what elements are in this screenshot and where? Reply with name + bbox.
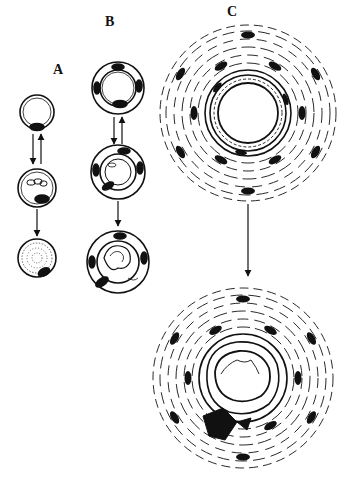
- arteriole-b-part: [112, 64, 124, 70]
- artery-c-part: [205, 70, 291, 156]
- artery-c-thrombosed-part: [185, 371, 192, 385]
- capillary-a-part: [36, 209, 37, 236]
- capillary-a-part: [32, 134, 33, 164]
- panel-letter: C: [226, 4, 238, 19]
- arteriole-b-part: [92, 62, 144, 114]
- artery-c-part: [174, 32, 322, 195]
- panel-letter: A: [52, 62, 64, 77]
- artery-c-thrombosed-part: [305, 410, 318, 426]
- capillary-a-part: [18, 239, 56, 277]
- artery-c-part: [213, 60, 229, 73]
- artery-c-thrombosed-part: [199, 334, 287, 422]
- artery-c-thrombosed-part: [215, 351, 270, 401]
- arteriole-b-part: [113, 117, 114, 144]
- artery-c-part: [166, 31, 330, 195]
- capillary-a-part: [30, 124, 44, 131]
- artery-c-part: [213, 153, 229, 166]
- arteriole-b-part: [128, 278, 138, 280]
- artery-c-part: [190, 55, 306, 171]
- artery-c-thrombosed-part: [236, 296, 250, 303]
- arteriole-b-part: [113, 101, 127, 108]
- artery-c-part: [198, 63, 298, 163]
- artery-c-thrombosed-part: [184, 319, 302, 437]
- arteriole-b-part: [137, 162, 143, 174]
- arteriole-b-part: [141, 252, 147, 264]
- arteriole-b-part: [102, 72, 134, 104]
- arteriole-b-part: [118, 148, 130, 154]
- artery-c-part: [218, 83, 278, 143]
- artery-c-thrombosed-part: [237, 418, 251, 430]
- arrow: [248, 204, 249, 276]
- artery-c-part: [281, 93, 290, 106]
- artery-c-part: [241, 188, 255, 195]
- artery-c-thrombosed-part: [295, 371, 302, 385]
- artery-c-part: [174, 39, 322, 187]
- artery-c-thrombosed-part: [221, 360, 259, 374]
- artery-c-part: [267, 60, 283, 73]
- arteriole-b-part: [108, 163, 116, 167]
- capillary-a-part: [37, 266, 51, 278]
- artery-c-part: [160, 25, 336, 201]
- arteriole-b-part: [104, 246, 130, 270]
- arteriole-b-part: [105, 159, 131, 185]
- arteriole-b-part: [121, 117, 122, 144]
- capillary-a-part: [35, 195, 49, 203]
- artery-c-thrombosed-part: [160, 295, 326, 461]
- artery-c-thrombosed-part: [176, 311, 310, 445]
- artery-c-part: [309, 144, 322, 160]
- artery-c-thrombosed-part: [263, 419, 279, 432]
- arteriole-b-part: [114, 233, 126, 239]
- capillary-a-part: [21, 172, 53, 204]
- arteriole-b-part: [91, 145, 145, 199]
- artery-c-part: [299, 106, 306, 120]
- artery-c-part: [235, 149, 248, 156]
- capillary-a-part: [23, 98, 51, 126]
- capillary-a-part: [32, 253, 42, 263]
- artery-c-thrombosed-part: [153, 288, 333, 468]
- capillary-a-part: [18, 169, 56, 207]
- artery-c-thrombosed-part: [305, 331, 318, 347]
- artery-c-thrombosed-part: [168, 303, 318, 453]
- artery-c-part: [182, 47, 314, 179]
- arteriole-b-part: [136, 80, 142, 92]
- capillary-a-part: [40, 181, 47, 186]
- artery-c-thrombosed-part: [207, 342, 279, 414]
- artery-c-part: [210, 75, 286, 151]
- arteriole-b-part: [94, 82, 100, 94]
- artery-c-thrombosed-part: [168, 410, 181, 426]
- arrow-part: [247, 204, 248, 276]
- capillary-a: [18, 95, 56, 278]
- artery-c-thrombosed-part: [203, 408, 237, 440]
- artery-c-part: [174, 144, 187, 160]
- arteriole-b-part: [117, 201, 118, 226]
- artery-c-part: [191, 106, 198, 120]
- artery-c-part: [267, 153, 283, 166]
- arteriole-b-part: [89, 256, 95, 268]
- artery-c-thrombosed-part: [236, 454, 250, 461]
- artery-c-thrombosed-part: [168, 331, 181, 347]
- arteriole-b: [87, 62, 149, 293]
- artery-c-thrombosed-part: [168, 296, 318, 461]
- artery-c-part: [214, 79, 282, 147]
- capillary-a-part: [40, 134, 41, 164]
- capillary-a-part: [27, 248, 47, 268]
- artery-c-thrombosed-part: [208, 324, 224, 337]
- artery-c-part: [241, 32, 255, 39]
- arteriole-b-part: [94, 275, 109, 289]
- artery-c-thrombosed-part: [192, 327, 294, 429]
- artery-c-part: [309, 66, 322, 82]
- arteriole-b-part: [87, 231, 149, 293]
- artery-c: [160, 25, 336, 201]
- artery-c-thrombosed: [153, 288, 333, 468]
- artery-c-part: [174, 66, 187, 82]
- arteriole-b-part: [101, 180, 114, 191]
- artery-c-part: [212, 81, 224, 93]
- artery-c-thrombosed-part: [263, 324, 279, 337]
- arteriole-b-part: [93, 164, 99, 176]
- panel-letter: B: [104, 14, 115, 29]
- arteriole-b-part: [110, 252, 124, 263]
